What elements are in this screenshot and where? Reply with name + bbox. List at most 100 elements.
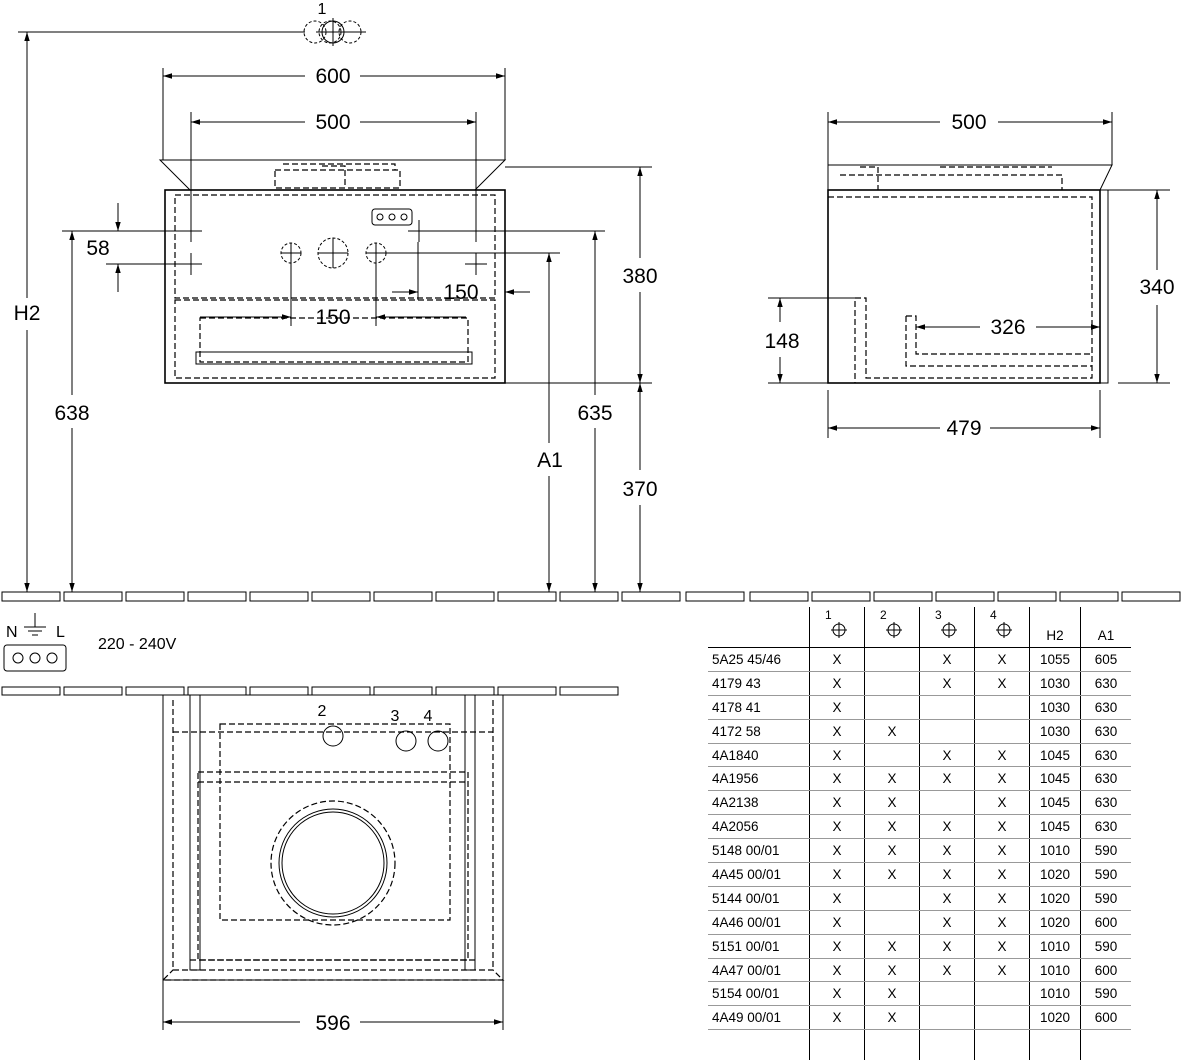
dim-148: 148 xyxy=(764,330,799,353)
table-cell-c3: X xyxy=(920,815,975,839)
header-hole-4-label: 4 xyxy=(990,608,997,622)
table-cell-c1: X xyxy=(810,934,865,958)
table-cell-c4: X xyxy=(975,958,1030,982)
dim-479: 479 xyxy=(946,417,981,440)
table-cell-empty xyxy=(920,1030,975,1060)
table-cell-h2: 1045 xyxy=(1030,791,1081,815)
header-hole-1: 1 xyxy=(810,607,865,648)
callout-1: 1 xyxy=(318,1,327,18)
table-cell-c4: X xyxy=(975,671,1030,695)
electrical-symbol: N L 220 - 240V xyxy=(4,613,177,671)
table-cell-a1: 590 xyxy=(1081,886,1132,910)
table-cell-c2: X xyxy=(865,982,920,1006)
table-cell-c3 xyxy=(920,695,975,719)
table-cell-empty xyxy=(865,1030,920,1060)
table-cell-code: 5154 00/01 xyxy=(708,982,810,1006)
table-cell-c3: X xyxy=(920,863,975,887)
table-cell-a1: 605 xyxy=(1081,648,1132,672)
table-cell-c1: X xyxy=(810,648,865,672)
dim-326: 326 xyxy=(990,316,1025,339)
table-cell-h2: 1020 xyxy=(1030,863,1081,887)
dim-500-front: 500 xyxy=(315,111,350,134)
table-cell-c2: X xyxy=(865,863,920,887)
hole-2-icon: 2 xyxy=(880,616,904,640)
table-cell-c4: X xyxy=(975,839,1030,863)
table-row-empty xyxy=(708,1030,1131,1060)
header-hole-4: 4 xyxy=(975,607,1030,648)
table-cell-c3: X xyxy=(920,743,975,767)
table-cell-h2: 1020 xyxy=(1030,886,1081,910)
table-cell-code: 4A49 00/01 xyxy=(708,1006,810,1030)
dim-638: 638 xyxy=(54,402,89,425)
table-cell-h2: 1030 xyxy=(1030,671,1081,695)
callout-4: 4 xyxy=(424,708,433,725)
table-cell-c2 xyxy=(865,886,920,910)
table-cell-c3: X xyxy=(920,839,975,863)
table-cell-c4: X xyxy=(975,886,1030,910)
dim-150-upper: 150 xyxy=(443,281,478,304)
table-cell-h2: 1030 xyxy=(1030,719,1081,743)
table-cell-c1: X xyxy=(810,839,865,863)
table-cell-c3: X xyxy=(920,910,975,934)
table-cell-c4 xyxy=(975,719,1030,743)
header-hole-1-label: 1 xyxy=(825,608,832,622)
table-header-row: 1 2 3 4 H2 A1 xyxy=(708,607,1131,648)
table-cell-a1: 630 xyxy=(1081,767,1132,791)
table-cell-c4: X xyxy=(975,791,1030,815)
floor-strip xyxy=(2,592,1180,601)
table-cell-c2 xyxy=(865,910,920,934)
dim-370: 370 xyxy=(622,478,657,501)
table-cell-h2: 1010 xyxy=(1030,934,1081,958)
table-cell-c4: X xyxy=(975,815,1030,839)
table-cell-empty xyxy=(810,1030,865,1060)
table-cell-c4: X xyxy=(975,743,1030,767)
table-cell-a1: 630 xyxy=(1081,671,1132,695)
callout-3: 3 xyxy=(391,708,400,725)
table-cell-c1: X xyxy=(810,863,865,887)
table-cell-c2: X xyxy=(865,839,920,863)
table-cell-code: 5144 00/01 xyxy=(708,886,810,910)
table-cell-c3: X xyxy=(920,958,975,982)
table-cell-code: 4A45 00/01 xyxy=(708,863,810,887)
table-cell-a1: 630 xyxy=(1081,791,1132,815)
table-cell-c1: X xyxy=(810,910,865,934)
header-h2: H2 xyxy=(1030,607,1081,648)
table-cell-c1: X xyxy=(810,886,865,910)
table-cell-empty xyxy=(1081,1030,1132,1060)
hole-4-icon: 4 xyxy=(990,616,1014,640)
dim-600: 600 xyxy=(315,65,350,88)
plan-view: 2 3 4 596 xyxy=(163,695,503,1035)
table-cell-c4: X xyxy=(975,863,1030,887)
header-hole-3: 3 xyxy=(920,607,975,648)
table-cell-code: 5148 00/01 xyxy=(708,839,810,863)
table-cell-c2: X xyxy=(865,767,920,791)
table-cell-c2: X xyxy=(865,791,920,815)
table-cell-h2: 1030 xyxy=(1030,695,1081,719)
table-cell-c1: X xyxy=(810,1006,865,1030)
table-cell-code: 4179 43 xyxy=(708,671,810,695)
dim-340: 340 xyxy=(1139,276,1174,299)
table-cell-c3 xyxy=(920,1006,975,1030)
table-cell-c3: X xyxy=(920,886,975,910)
table-cell-c3: X xyxy=(920,767,975,791)
dim-58: 58 xyxy=(86,237,109,260)
table-cell-c2: X xyxy=(865,934,920,958)
callout-2: 2 xyxy=(318,703,327,720)
front-view: 600 500 150 150 58 638 635 A1 xyxy=(14,1,658,592)
table-cell-a1: 600 xyxy=(1081,958,1132,982)
table-cell-a1: 630 xyxy=(1081,815,1132,839)
table-cell-a1: 630 xyxy=(1081,743,1132,767)
table-cell-a1: 590 xyxy=(1081,934,1132,958)
table-cell-h2: 1010 xyxy=(1030,958,1081,982)
table-cell-c2 xyxy=(865,648,920,672)
table-cell-code: 4178 41 xyxy=(708,695,810,719)
